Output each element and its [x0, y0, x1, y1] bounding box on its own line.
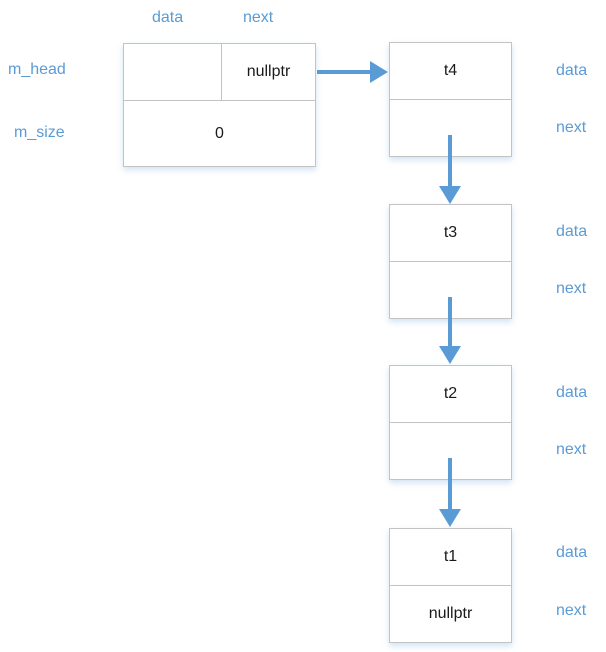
- node-t2-data-label: data: [556, 384, 588, 401]
- m-size-cell: 0: [215, 124, 224, 142]
- m-size-label: m_size: [14, 124, 65, 141]
- m-head-data-cell: [124, 44, 222, 100]
- node-t1-data-cell: t1: [390, 529, 511, 586]
- node-t1-next-label: next: [556, 602, 587, 619]
- node-t1-box: t1 nullptr: [389, 528, 512, 643]
- node-t4-box: t4: [389, 42, 512, 157]
- node-t1-next-cell: nullptr: [428, 605, 473, 622]
- head-struct-box: nullptr 0: [123, 43, 316, 167]
- node-t3-data-label: data: [556, 223, 588, 240]
- node-t2-next-label: next: [556, 441, 587, 458]
- node-t4-data-label: data: [556, 62, 588, 79]
- node-t4-data-cell: t4: [390, 43, 511, 100]
- node-t3-data-cell: t3: [390, 205, 511, 262]
- node-t3-next-label: next: [556, 280, 587, 297]
- m-head-label: m_head: [8, 61, 66, 78]
- node-t1-data-label: data: [556, 544, 588, 561]
- arrow-t2-to-t1-icon: [438, 458, 462, 527]
- arrow-t3-to-t2-icon: [438, 297, 462, 364]
- head-row: nullptr: [124, 44, 315, 101]
- m-head-next-cell: nullptr: [246, 63, 291, 80]
- arrow-head-to-t4-icon: [317, 60, 388, 84]
- head-col-label-next: next: [243, 9, 274, 26]
- node-t2-data-cell: t2: [390, 366, 511, 423]
- node-t4-next-label: next: [556, 119, 587, 136]
- head-col-label-data: data: [152, 9, 184, 26]
- arrow-t4-to-t3-icon: [438, 135, 462, 204]
